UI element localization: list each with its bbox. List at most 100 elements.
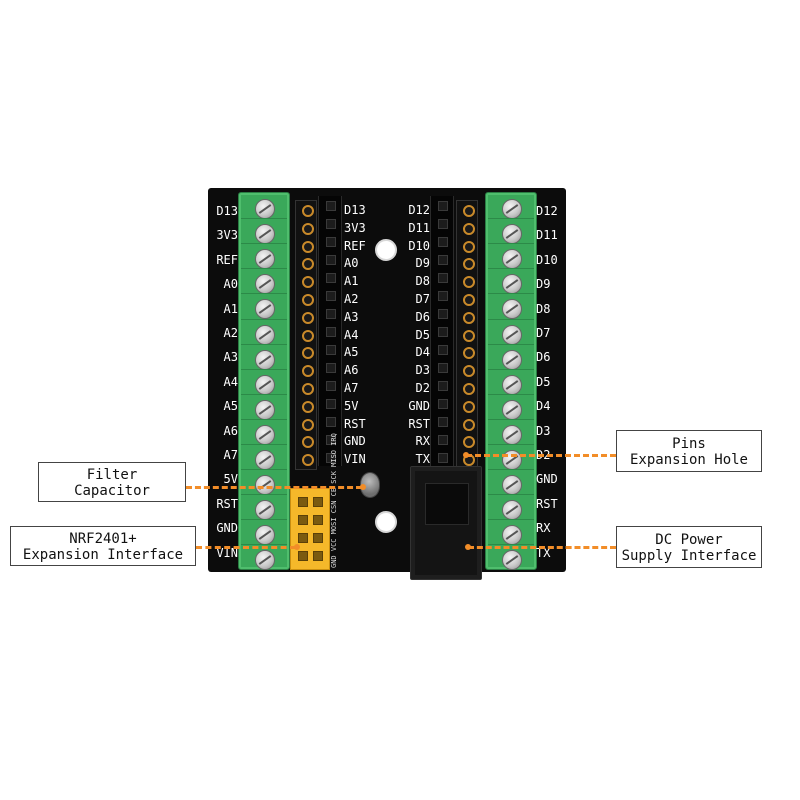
filter-callout-line: [186, 486, 362, 489]
expansion-hole: [463, 240, 475, 253]
left-terminal-pin-label: VIN: [216, 545, 238, 560]
left-pin-expansion-holes: [295, 200, 317, 470]
nrf-pin-silkscreen: GND VCC MOSI CSN CE SCK MISO IRQ: [330, 433, 338, 568]
right-pin-expansion-holes: [456, 200, 478, 470]
inner-left-pin-label: A5: [344, 345, 359, 360]
terminal-screw: [255, 525, 275, 546]
terminal-screw: [502, 550, 522, 571]
filter-callout-line2: Capacitor: [74, 483, 150, 499]
terminal-divider: [241, 368, 287, 370]
terminal-screw: [255, 500, 275, 521]
expansion-hole: [463, 436, 475, 449]
inner-right-pin-label: GND: [408, 398, 430, 413]
expansion-hole: [463, 222, 475, 235]
terminal-divider: [241, 444, 287, 445]
nrf-expansion-callout: NRF2401+ Expansion Interface: [10, 526, 196, 566]
expansion-hole: [302, 418, 314, 431]
nrf-callout-line1: NRF2401+: [69, 531, 137, 547]
terminal-divider: [488, 469, 534, 471]
header-pin-socket: [438, 435, 448, 445]
left-terminal-pin-label: A7: [223, 448, 238, 462]
header-pin-socket: [438, 345, 448, 355]
filter-callout-dot: [360, 484, 366, 490]
left-terminal-pin-label: REF: [216, 252, 238, 267]
inner-left-pin-label: VIN: [344, 452, 366, 467]
inner-left-pin-label: A1: [344, 274, 359, 289]
terminal-screw: [255, 399, 275, 420]
terminal-screw: [502, 450, 522, 470]
expansion-hole: [302, 400, 314, 413]
right-terminal-pin-label: D12: [536, 204, 558, 218]
terminal-screw: [255, 199, 275, 219]
expansion-hole: [463, 311, 475, 324]
right-terminal-pin-label: D7: [536, 326, 551, 340]
inner-right-pin-label: D8: [415, 274, 430, 289]
inner-left-pin-label: RST: [344, 416, 366, 431]
right-terminal-pin-label: D8: [536, 301, 551, 316]
header-pin-socket: [438, 219, 448, 229]
inner-right-pin-label: D6: [415, 309, 430, 324]
terminal-divider: [241, 268, 287, 270]
terminal-divider: [241, 318, 287, 320]
expansion-hole: [302, 240, 314, 253]
terminal-screw: [502, 299, 522, 320]
inner-left-pin-label: A7: [344, 381, 359, 395]
header-pin-socket: [326, 273, 336, 283]
terminal-divider: [241, 243, 287, 245]
right-terminal-pin-label: D6: [536, 350, 551, 365]
nrf-callout-dot: [294, 544, 300, 550]
header-pin-socket: [326, 327, 336, 337]
terminal-screw: [502, 399, 522, 420]
filter-capacitor-callout: Filter Capacitor: [38, 462, 186, 502]
pins-callout-line2: Expansion Hole: [629, 452, 748, 468]
expansion-hole: [463, 258, 475, 271]
expansion-hole: [302, 436, 314, 449]
right-terminal-pin-label: D9: [536, 277, 551, 292]
terminal-divider: [488, 519, 534, 521]
expansion-hole: [302, 258, 314, 271]
left-terminal-pin-label: A3: [223, 350, 238, 365]
inner-right-pin-label: D5: [415, 327, 430, 342]
header-pin-socket: [438, 201, 448, 211]
header-pin-socket: [326, 291, 336, 301]
header-pin-socket: [438, 363, 448, 373]
inner-left-pin-label: A0: [344, 256, 359, 271]
inner-right-pin-label: D9: [415, 256, 430, 271]
mounting-hole-top: [375, 239, 397, 261]
header-pin-socket: [326, 399, 336, 409]
inner-right-pin-label: D4: [415, 345, 430, 360]
left-terminal-pin-label: A5: [223, 399, 238, 414]
terminal-divider: [488, 293, 534, 295]
expansion-hole: [302, 347, 314, 360]
dc-callout-line1: DC Power: [655, 532, 723, 548]
expansion-hole: [302, 383, 314, 395]
expansion-hole: [302, 365, 314, 378]
header-pin-socket: [326, 363, 336, 373]
terminal-screw: [502, 249, 522, 270]
header-pin-socket: [438, 453, 448, 463]
dc-power-callout: DC Power Supply Interface: [616, 526, 762, 568]
filter-callout-line1: Filter: [86, 467, 138, 483]
expansion-hole: [463, 400, 475, 413]
terminal-screw: [255, 450, 275, 470]
nrf-pin-hole: [313, 515, 323, 525]
header-pin-socket: [438, 327, 448, 337]
inner-left-pin-label: A6: [344, 363, 359, 378]
right-terminal-pin-label: D11: [536, 228, 558, 243]
nrf-callout-line2: Expansion Interface: [22, 547, 184, 563]
pins-expansion-callout: Pins Expansion Hole: [616, 430, 762, 472]
terminal-divider: [488, 243, 534, 245]
nrf-callout-line: [196, 546, 296, 549]
header-pin-socket: [326, 381, 336, 391]
terminal-screw: [502, 274, 522, 295]
terminal-divider: [488, 418, 534, 420]
inner-left-pin-label: 3V3: [344, 220, 366, 235]
terminal-screw: [255, 224, 275, 245]
header-pin-socket: [326, 255, 336, 265]
terminal-screw: [255, 274, 275, 295]
left-terminal-pin-label: RST: [216, 496, 238, 511]
terminal-divider: [241, 393, 287, 395]
expansion-hole: [302, 205, 314, 217]
nrf-pin-hole: [313, 497, 323, 507]
terminal-divider: [488, 368, 534, 370]
